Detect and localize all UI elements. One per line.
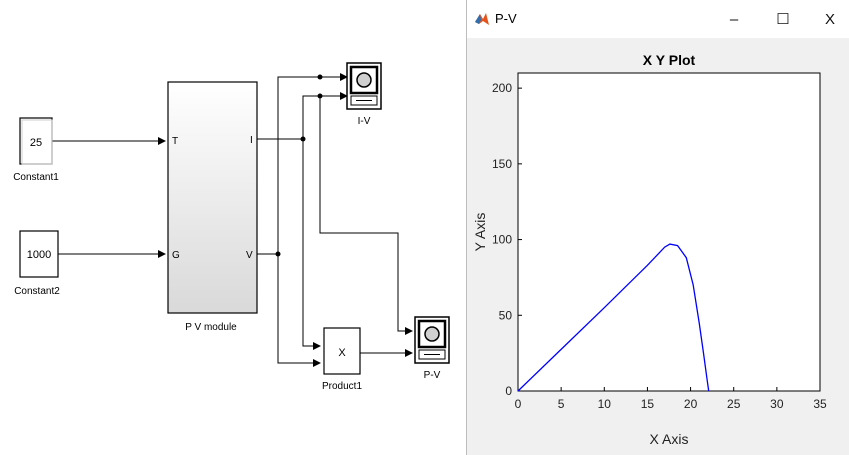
scope-pv-label: P-V (424, 370, 441, 381)
plot-area (517, 72, 821, 392)
y-tick-label: 0 (505, 384, 512, 398)
constant2-value: 1000 (27, 249, 51, 261)
constant1-value: 25 (30, 137, 42, 149)
x-tick-label: 35 (813, 397, 827, 411)
y-axis-ticks: 0 50 100 150 200 (492, 81, 522, 398)
signal-lines[interactable] (52, 73, 413, 367)
pv-port-t: T (172, 136, 178, 147)
x-tick-label: 15 (641, 397, 655, 411)
x-tick-label: 25 (727, 397, 741, 411)
xy-plot: X Y Plot 0 5 10 15 20 25 30 35 0 50 100 150 200 X A… (472, 52, 827, 447)
pv-port-i: I (250, 135, 253, 146)
constant2-label: Constant2 (14, 286, 60, 297)
y-tick-label: 50 (499, 308, 513, 322)
product1-label: Product1 (322, 381, 362, 392)
pv-module-block[interactable]: T G I V (167, 81, 258, 314)
plot-title: X Y Plot (643, 52, 696, 68)
y-tick-label: 150 (492, 157, 512, 171)
product1-symbol: X (338, 347, 346, 359)
product1-block[interactable]: X (323, 327, 361, 375)
branch-points (275, 74, 323, 257)
pv-port-v: V (246, 250, 253, 261)
x-tick-label: 5 (558, 397, 565, 411)
maximize-button[interactable]: ☐ (776, 11, 790, 28)
window-titlebar[interactable]: P-V – ☐ X (467, 0, 849, 38)
x-tick-label: 30 (770, 397, 784, 411)
y-tick-label: 100 (492, 233, 512, 247)
constant1-label: Constant1 (13, 172, 59, 183)
y-axis-label: Y Axis (472, 213, 488, 252)
window-title: P-V (495, 11, 517, 26)
constant2-block[interactable]: 1000 (19, 230, 59, 278)
x-tick-label: 20 (684, 397, 698, 411)
scope-iv-label: I-V (358, 116, 371, 127)
matlab-icon (475, 13, 489, 25)
close-button[interactable]: X (824, 10, 835, 28)
scope-iv-block[interactable] (346, 62, 382, 110)
pv-module-label: P V module (185, 322, 237, 333)
constant1-block[interactable]: 25 (19, 117, 53, 165)
x-tick-label: 0 (515, 397, 522, 411)
scope-pv-block[interactable] (414, 316, 450, 364)
y-tick-label: 200 (492, 81, 512, 95)
minimize-button[interactable]: – (729, 10, 739, 28)
x-axis-label: X Axis (650, 431, 689, 447)
pv-port-g: G (172, 250, 180, 261)
x-tick-label: 10 (598, 397, 612, 411)
pv-curve-series (517, 243, 710, 392)
simulink-diagram: 25 Constant1 1000 Constant2 T G I V P V … (13, 62, 450, 392)
pv-plot-window[interactable]: P-V – ☐ X X Y Plot 0 5 10 15 20 25 30 35 0 50 100… (466, 0, 849, 455)
x-axis-ticks: 0 5 10 15 20 25 30 35 (515, 387, 827, 411)
